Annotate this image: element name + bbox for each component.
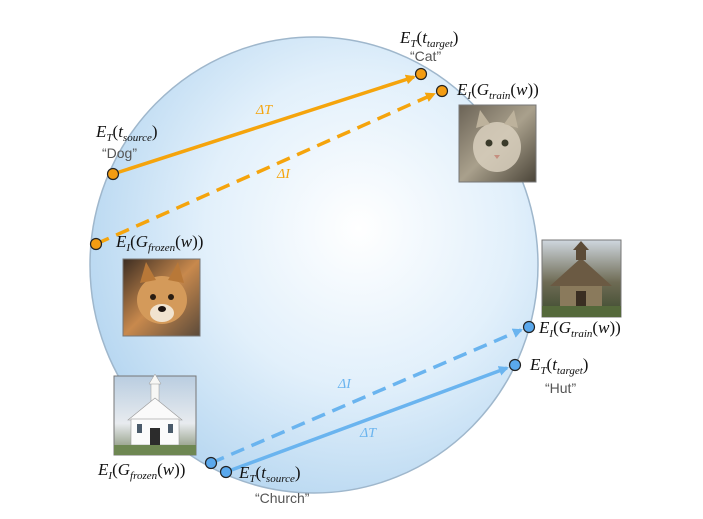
cat-quote: “Cat” <box>410 48 441 64</box>
delta-i-label-bottom: ΔI <box>337 377 352 392</box>
delta-t-arrow-bottom <box>225 366 509 474</box>
church-image <box>113 373 197 456</box>
church-source-label: ET(tsource) <box>238 463 301 485</box>
church-frozen-label: EI(Gfrozen(w)) <box>97 460 185 482</box>
dog-frozen-label: EI(Gfrozen(w)) <box>115 232 203 254</box>
hut-train-point <box>522 320 536 334</box>
church-frozen-point <box>204 456 218 470</box>
dog-frozen-point <box>89 237 103 251</box>
cat-image <box>458 104 537 183</box>
delta-i-arrow-bottom <box>210 328 523 465</box>
delta-i-label-top: ΔI <box>276 167 291 182</box>
delta-t-label-top: ΔT <box>255 103 273 118</box>
hut-quote: “Hut” <box>545 380 576 396</box>
hut-target-label: ET(ttarget) <box>529 355 588 377</box>
hut-target-point <box>508 358 522 372</box>
cat-train-label: EI(Gtrain(w)) <box>456 80 539 102</box>
embedding-sphere <box>89 36 539 494</box>
hut-train-label: EI(Gtrain(w)) <box>538 318 621 340</box>
cat-target-point <box>414 67 428 81</box>
dog-image <box>122 258 201 337</box>
hut-image <box>541 239 622 318</box>
dog-source-label: ET(tsource) <box>95 122 158 144</box>
church-quote: “Church” <box>255 490 310 506</box>
church-source-point <box>219 465 233 479</box>
delta-t-arrow-top <box>112 74 416 176</box>
dog-source-point <box>106 167 120 181</box>
cat-target-label: ET(ttarget) <box>399 28 458 50</box>
delta-i-arrow-top <box>95 92 436 246</box>
delta-t-label-bottom: ΔT <box>359 426 377 441</box>
cat-train-point <box>435 84 449 98</box>
dog-quote: “Dog” <box>102 145 137 161</box>
